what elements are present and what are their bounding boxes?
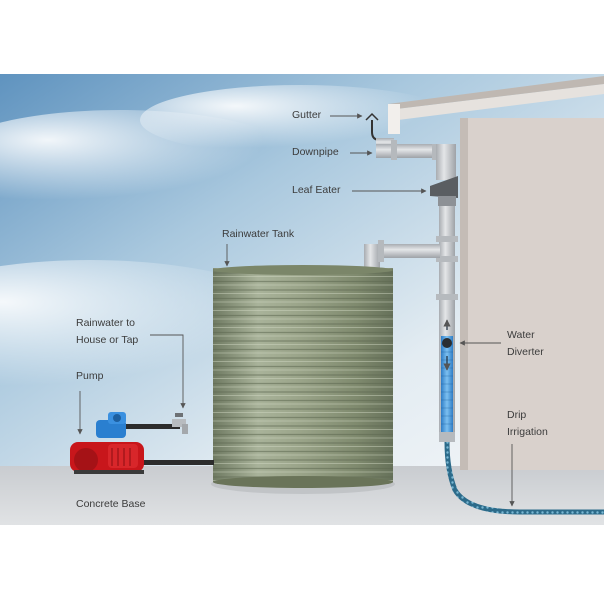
pipe-joint (436, 256, 458, 262)
tap-icon (172, 413, 188, 434)
label-drip-irrigation: Drip Irrigation (507, 407, 548, 441)
cloud (140, 85, 460, 155)
label-rainwater-to-house-line2: House or Tap (76, 334, 139, 346)
label-pump: Pump (76, 370, 104, 382)
house-wall-shadow (460, 118, 468, 470)
roof-fascia (388, 76, 604, 110)
label-drip-irrigation-line2: Irrigation (507, 426, 548, 438)
pipe-joint (436, 236, 458, 242)
roof-eave (388, 84, 604, 120)
label-downpipe: Downpipe (292, 146, 339, 158)
label-leaf-eater: Leaf Eater (292, 184, 341, 196)
tap-pipe (120, 424, 180, 429)
label-rainwater-tank: Rainwater Tank (222, 228, 295, 240)
label-concrete-base: Concrete Base (76, 498, 146, 510)
water-diverter-icon (439, 319, 455, 442)
label-water-diverter-line2: Diverter (507, 346, 544, 358)
rainwater-tank-icon (211, 265, 395, 494)
leaf-eater-icon (430, 176, 458, 206)
leader-lines (77, 113, 515, 507)
label-drip-irrigation-line1: Drip (507, 409, 527, 421)
label-water-diverter: Water Diverter (507, 327, 544, 361)
label-gutter: Gutter (292, 109, 322, 121)
leader-house-tap (150, 334, 186, 409)
pump-icon (70, 412, 144, 474)
tank-inlet-pipe (364, 240, 440, 270)
label-water-diverter-line1: Water (507, 329, 535, 341)
drip-irrigation-hose (444, 441, 604, 515)
pipe-joint (436, 294, 458, 300)
label-rainwater-to-house-line1: Rainwater to (76, 317, 135, 329)
house-wall (460, 118, 604, 470)
label-rainwater-to-house: Rainwater to House or Tap (76, 315, 138, 349)
fascia-board (388, 104, 400, 134)
house (388, 76, 604, 470)
downpipe-icon (376, 138, 456, 180)
bottom-border (0, 525, 604, 528)
pump-outlet-pipe (140, 460, 214, 465)
